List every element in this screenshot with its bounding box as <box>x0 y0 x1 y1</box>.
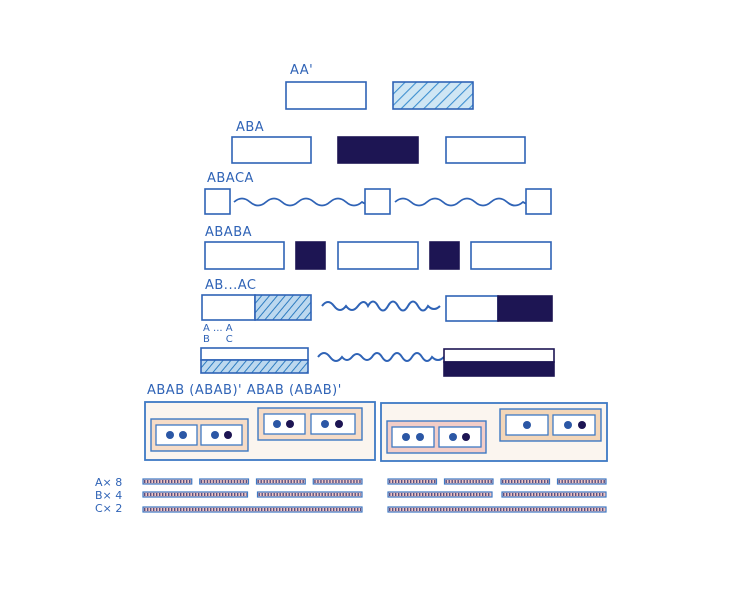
label-abaca: ABACA <box>207 171 254 186</box>
section-c-under-a <box>443 361 555 377</box>
section-a-2 <box>337 241 419 270</box>
squiggle-development <box>321 300 441 312</box>
label-nested: ABAB (ABAB)' ABAB (ABAB)' <box>147 383 342 398</box>
section-a-right <box>445 136 526 164</box>
section-a-2 <box>445 295 499 322</box>
segment-a <box>500 478 551 485</box>
label-ababa: ABABA <box>205 225 253 240</box>
section-a-3 <box>470 241 552 270</box>
segment-a <box>387 478 438 485</box>
cell <box>438 426 482 448</box>
cell <box>391 426 435 448</box>
section-a-over-c <box>443 348 555 363</box>
squiggle-c <box>394 197 534 207</box>
label-aa-prime: AA' <box>290 63 314 78</box>
section-b-hatched <box>254 294 312 321</box>
section-b-under-a <box>200 359 309 374</box>
label-ab-ac: AB...AC <box>205 278 257 293</box>
row-stacked <box>200 347 555 377</box>
section-a <box>285 81 367 110</box>
section-a-1 <box>201 294 256 321</box>
row-ababa <box>204 241 552 270</box>
section-a-prime-hatched <box>392 81 474 110</box>
segment-a <box>199 478 250 485</box>
cell <box>200 424 243 446</box>
section-b-2 <box>429 241 460 270</box>
row-ab-ac <box>201 294 553 322</box>
section-b-1 <box>295 241 326 270</box>
row-abaca <box>204 188 552 215</box>
cell <box>155 424 198 446</box>
section-b-dark <box>337 136 419 164</box>
segment-a <box>443 478 494 485</box>
section-a-3 <box>525 188 552 215</box>
section-a-1 <box>204 241 285 270</box>
row-nested <box>144 401 608 462</box>
section-a-over-b <box>200 347 309 361</box>
row-aba <box>231 136 526 164</box>
section-a-1 <box>204 188 231 215</box>
squiggle-b <box>233 197 373 207</box>
label-a-times-8: A× 8 <box>95 476 123 489</box>
cell <box>552 414 596 436</box>
squiggle-transition <box>317 352 445 362</box>
section-a-left <box>231 136 312 164</box>
row-aa-prime <box>285 81 474 110</box>
label-c-times-2: C× 2 <box>95 502 123 515</box>
label-a-b-a-c-bottom: B C <box>203 334 233 345</box>
section-c-dark <box>497 295 553 322</box>
segment-a <box>142 478 193 485</box>
cell <box>263 413 306 435</box>
segment-a <box>255 478 306 485</box>
label-a-b-a-c-top: A ... A <box>203 323 233 334</box>
label-aba: ABA <box>236 120 265 135</box>
cell <box>310 413 356 435</box>
row-phrase-counts <box>142 478 607 513</box>
section-a-2 <box>364 188 391 215</box>
label-b-times-4: B× 4 <box>95 489 123 502</box>
segment-a <box>312 478 363 485</box>
segment-a <box>556 478 607 485</box>
